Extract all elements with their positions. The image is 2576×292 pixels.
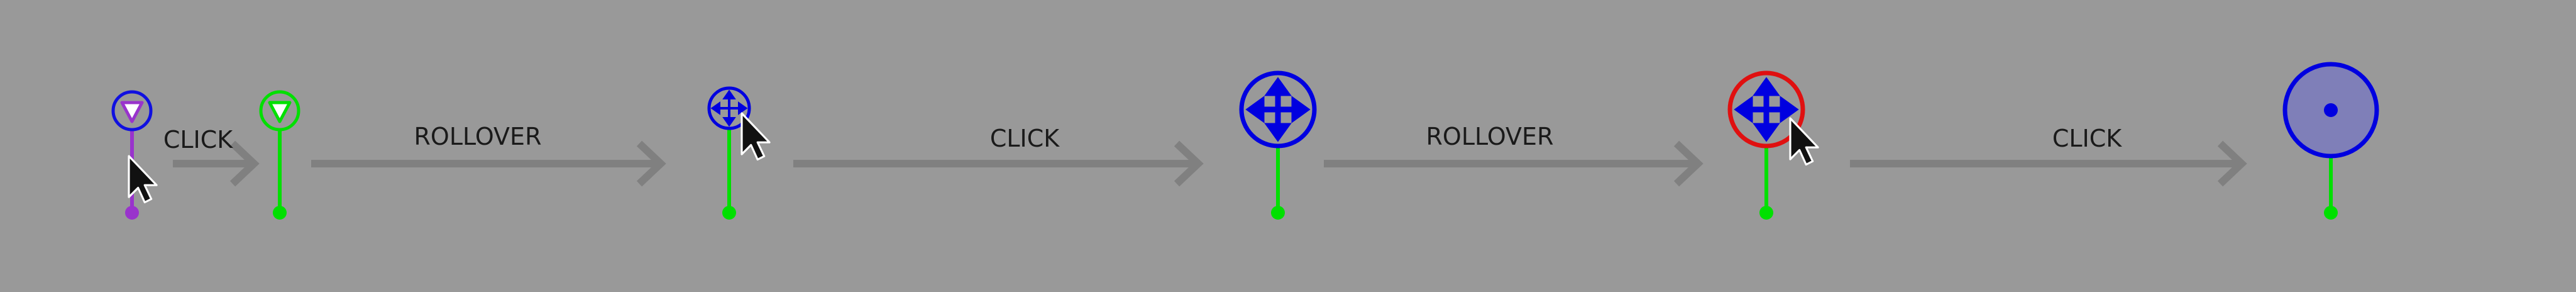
arrow-right-icon <box>1850 140 2247 187</box>
transition-label-click-3: CLICK <box>2052 125 2122 152</box>
transition-label-click-1: CLICK <box>163 126 233 154</box>
selected-handle-icon <box>259 90 300 220</box>
large-move-handle-icon <box>1239 70 1317 220</box>
mouse-cursor-icon <box>1789 117 1819 166</box>
small-move-handle-icon <box>707 86 751 220</box>
transition-label-rollover-2: ROLLOVER <box>1426 123 1554 150</box>
arrow-right-icon <box>793 140 1204 187</box>
active-circle-handle-icon <box>2282 62 2379 220</box>
mouse-cursor-icon <box>128 155 158 204</box>
hover-move-handle-icon <box>1727 70 1805 220</box>
transition-label-click-2: CLICK <box>990 125 1060 152</box>
arrow-right-icon <box>173 140 260 187</box>
inactive-handle-icon <box>111 90 153 220</box>
mouse-cursor-icon <box>740 112 771 161</box>
arrow-right-icon <box>1324 140 1704 187</box>
transition-label-rollover-1: ROLLOVER <box>414 123 542 150</box>
arrow-right-icon <box>311 140 666 187</box>
